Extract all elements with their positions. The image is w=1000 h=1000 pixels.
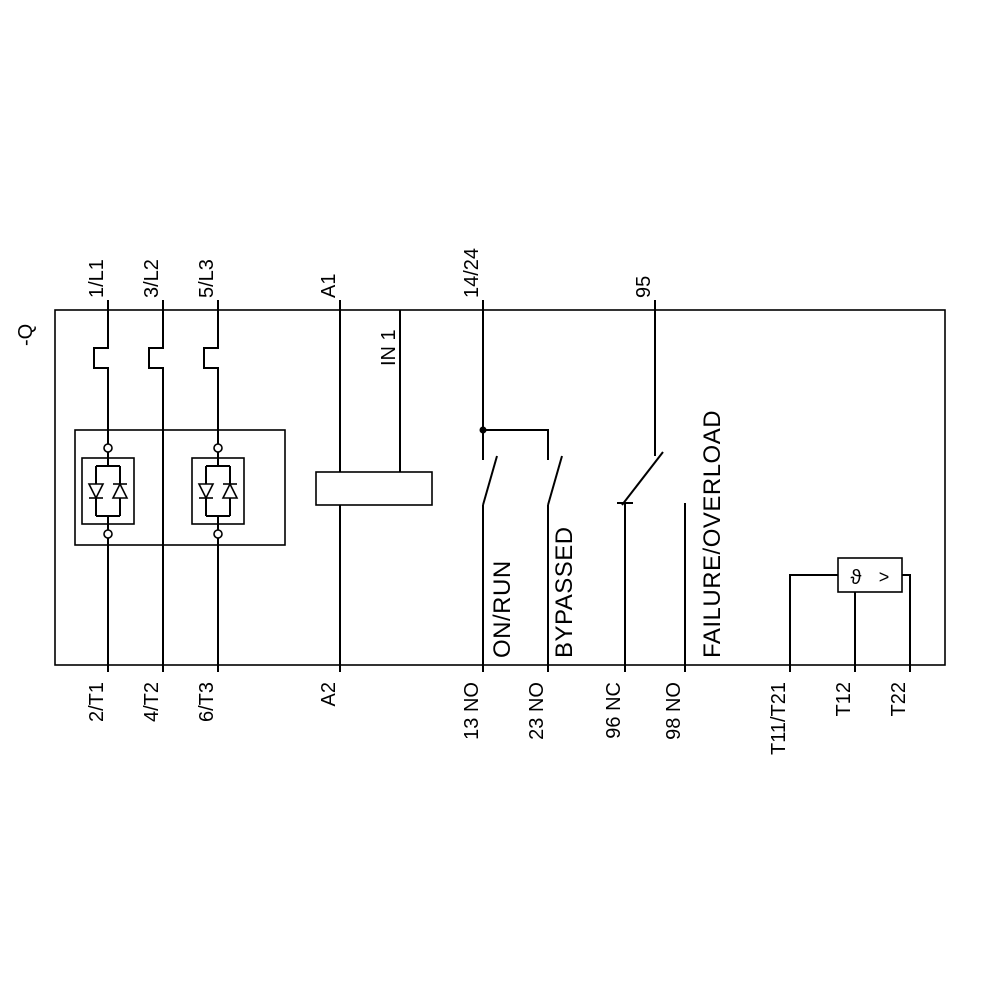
on-run-label: ON/RUN — [489, 560, 516, 658]
thyristor-up-icon — [111, 482, 129, 499]
terminal-label-4T2: 4/T2 — [141, 682, 163, 722]
connection-node — [103, 443, 113, 453]
changeover-blade — [621, 451, 664, 506]
terminal-label-13NO: 13 NO — [461, 682, 483, 740]
terminal-label-T11T21: T11/T21 — [768, 682, 790, 755]
top-terminal-labels: 1/L1 3/L2 5/L3 A1 14/24 95 IN 1 — [86, 248, 655, 366]
thyristor-up-icon — [221, 482, 239, 499]
thyristor-power-section — [74, 429, 286, 546]
failure-overload-label: FAILURE/OVERLOAD — [699, 410, 726, 658]
connection-node — [213, 529, 223, 539]
terminal-label-96NC: 96 NC — [603, 682, 625, 739]
terminal-label-1L1: 1/L1 — [86, 259, 108, 298]
terminal-label-3L2: 3/L2 — [141, 259, 163, 298]
contact-23-blade — [547, 455, 563, 506]
phase-l3-upper-line — [203, 300, 219, 466]
terminal-label-A2: A2 — [318, 682, 340, 706]
thyristor-down-icon — [197, 483, 215, 500]
control-coil — [315, 471, 433, 506]
terminal-label-98NO: 98 NO — [663, 682, 685, 740]
thyristor-module-2-box — [191, 457, 245, 525]
bottom-terminal-labels: 2/T1 4/T2 6/T3 A2 13 NO 23 NO 96 NC 98 N… — [86, 682, 910, 755]
device-reference-label: -Q — [15, 324, 37, 346]
terminal-label-T22: T22 — [888, 682, 910, 716]
terminal-label-5L3: 5/L3 — [196, 259, 218, 298]
function-annotations: ON/RUN BYPASSED FAILURE/OVERLOAD — [489, 410, 726, 658]
thyristor-down-icon — [87, 483, 105, 500]
phase-l2 — [148, 300, 164, 672]
terminal-t22-line — [902, 574, 911, 672]
connection-node — [103, 529, 113, 539]
terminal-label-6T3: 6/T3 — [196, 682, 218, 722]
control-coil-circuit — [315, 300, 433, 672]
failure-changeover-contact — [617, 300, 686, 672]
contact-13-blade — [482, 455, 498, 506]
thyristor-module-1-box — [81, 457, 135, 525]
bypassed-label: BYPASSED — [551, 526, 578, 658]
greater-than-symbol: > — [879, 567, 890, 587]
terminal-label-T12: T12 — [833, 682, 855, 716]
phase-l1-upper-line — [93, 300, 109, 466]
control-input-label: IN 1 — [378, 329, 400, 366]
terminal-label-1424: 14/24 — [461, 248, 483, 298]
terminal-t11-t21-line — [789, 574, 838, 672]
terminal-label-23NO: 23 NO — [526, 682, 548, 740]
terminal-label-A1: A1 — [318, 274, 340, 298]
terminal-label-2T1: 2/T1 — [86, 682, 108, 722]
connection-node — [213, 443, 223, 453]
device-outline — [54, 309, 946, 666]
branch-to-23 — [483, 429, 549, 460]
thermistor-circuit: ϑ > — [789, 557, 911, 672]
aux-contacts — [479, 300, 563, 672]
thermistor-evaluation-box — [837, 557, 903, 593]
power-section-outline — [74, 429, 286, 546]
phase-l3 — [203, 300, 231, 672]
phase-l2-line — [148, 300, 164, 672]
junction-dot — [479, 426, 487, 434]
thermistor-theta-symbol: ϑ — [851, 567, 862, 589]
terminal-label-95: 95 — [633, 276, 655, 298]
